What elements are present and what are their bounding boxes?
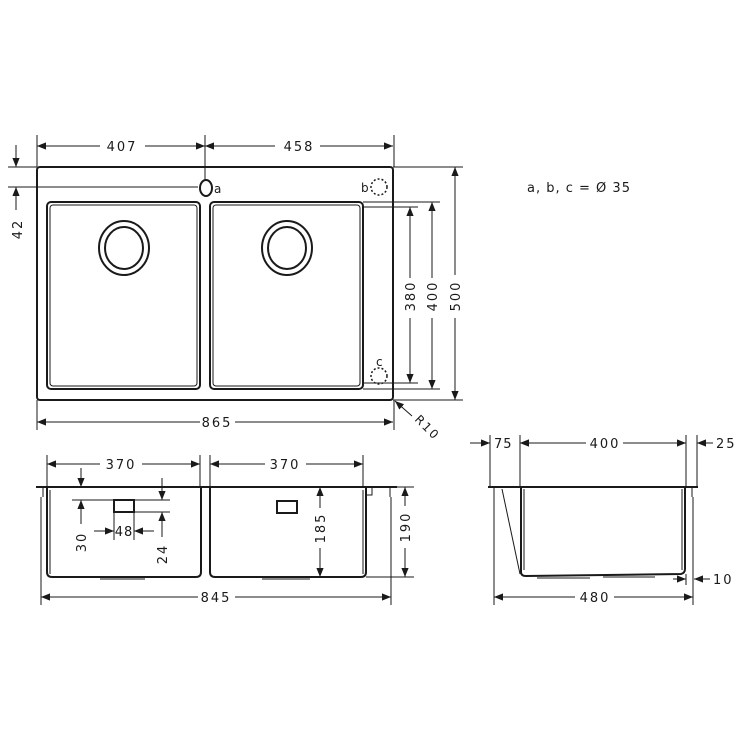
right-drain-icon [261, 220, 313, 276]
dim-10: 10 [713, 573, 734, 588]
dim-25: 25 [716, 437, 737, 452]
dim-480: 480 [580, 591, 611, 606]
dim-24: 24 [156, 544, 171, 565]
hole-diameter-note: a, b, c = Ø 35 [527, 181, 631, 196]
dim-400: 400 [426, 281, 441, 312]
dim-458: 458 [284, 140, 315, 155]
top-view: a b c 407 458 42 380 40 [8, 135, 464, 443]
side-view: 75 400 25 10 480 [470, 435, 737, 606]
label-b: b [361, 181, 371, 195]
dim-500: 500 [449, 281, 464, 312]
dim-42: 42 [11, 219, 26, 240]
dim-30: 30 [75, 532, 90, 553]
dim-185: 185 [314, 513, 329, 544]
label-a: a [214, 182, 223, 196]
dim-845: 845 [201, 591, 232, 606]
sink-outline [36, 166, 394, 401]
right-overflow [276, 500, 298, 514]
dim-400-side: 400 [590, 437, 621, 452]
tap-hole-b [370, 178, 388, 196]
dim-370-left: 370 [106, 458, 137, 473]
dim-380: 380 [404, 281, 419, 312]
front-view: 370 370 30 48 24 185 190 845 [36, 455, 414, 606]
dim-75: 75 [494, 437, 513, 452]
dim-r10: R10 [412, 412, 443, 443]
right-bowl [209, 201, 364, 390]
dim-370-right: 370 [270, 458, 301, 473]
dim-865: 865 [202, 416, 233, 431]
dim-48: 48 [115, 525, 134, 540]
label-c: c [376, 355, 385, 369]
tap-hole-a [199, 179, 213, 197]
dim-190: 190 [399, 512, 414, 543]
dim-407: 407 [107, 140, 138, 155]
left-drain-icon [98, 220, 150, 276]
tap-hole-c [370, 367, 388, 385]
left-bowl [46, 201, 201, 390]
left-overflow [113, 499, 135, 513]
